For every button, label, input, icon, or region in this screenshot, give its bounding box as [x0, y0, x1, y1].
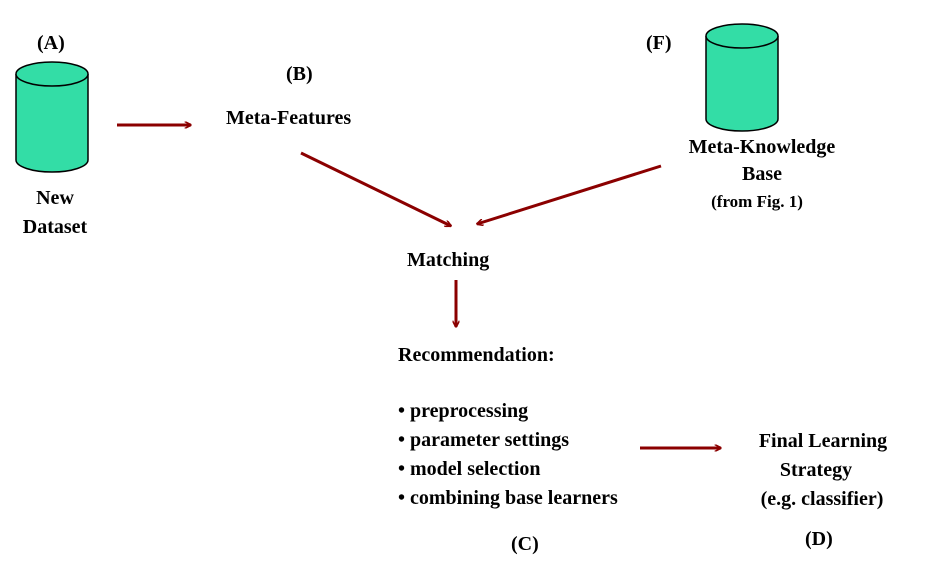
arrow-metafeatures-to-matching: [300, 151, 451, 228]
meta-knowledge-base-label-line1: Meta-Knowledge: [688, 136, 836, 158]
meta-knowledge-base-database-icon: [705, 23, 779, 132]
final-strategy-label-line3: (e.g. classifier): [760, 488, 884, 510]
matching-node: Matching: [407, 249, 490, 271]
recommendation-item: • combining base learners: [398, 487, 618, 509]
new-dataset-label-line2: Dataset: [22, 216, 88, 238]
meta-knowledge-base-label-line2: Base: [742, 163, 782, 185]
label-d: (D): [805, 528, 833, 550]
recommendation-item: • preprocessing: [398, 400, 529, 422]
recommendation-item: • model selection: [398, 458, 541, 480]
label-f: (F): [646, 32, 672, 54]
label-b: (B): [286, 63, 313, 85]
final-strategy-label-line2: Strategy: [779, 459, 853, 481]
new-dataset-label-line1: New: [36, 187, 74, 209]
meta-features-node: Meta-Features: [226, 107, 352, 129]
label-a: (A): [37, 32, 65, 54]
meta-knowledge-base-note: (from Fig. 1): [711, 192, 803, 211]
final-strategy-label-line1: Final Learning: [758, 430, 888, 452]
recommendation-title: Recommendation:: [398, 344, 555, 366]
recommendation-item: • parameter settings: [398, 429, 570, 451]
label-c: (C): [511, 533, 539, 555]
arrow-knowledgebase-to-matching: [477, 164, 662, 224]
new-dataset-database-icon: [15, 61, 89, 173]
